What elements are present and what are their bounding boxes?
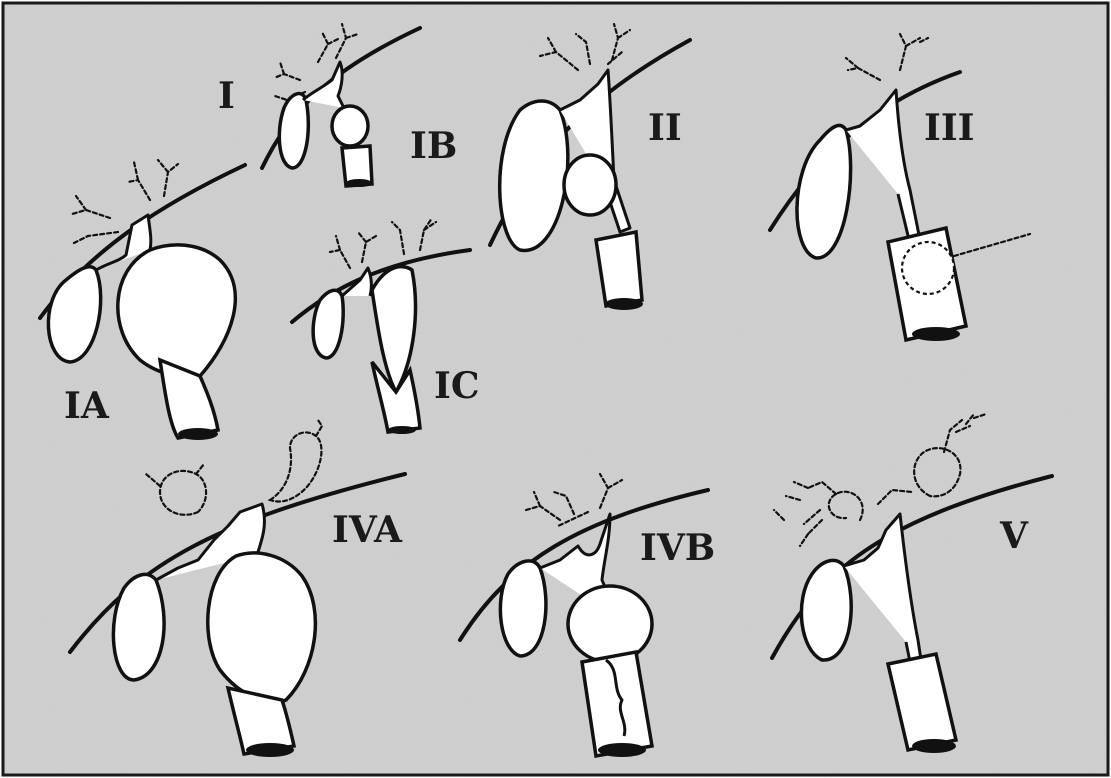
common-bile-duct-cyst — [568, 586, 652, 662]
label-type-iii: III — [924, 107, 975, 149]
gallbladder — [113, 574, 164, 680]
label-type-ib: IB — [410, 125, 457, 167]
common-bile-duct-diverticulum — [564, 155, 616, 215]
gallbladder — [279, 94, 308, 168]
common-bile-duct-cyst — [332, 106, 368, 146]
label-type-v: V — [999, 515, 1029, 557]
label-type-ic: IC — [434, 365, 480, 407]
label-type-i: I — [218, 75, 235, 117]
label-type-ia: IA — [64, 385, 110, 427]
duodenum — [596, 232, 642, 306]
label-type-ivb: IVB — [640, 527, 715, 569]
choledochocele — [902, 242, 954, 294]
gallbladder — [500, 561, 546, 656]
label-type-ii: II — [648, 107, 682, 149]
label-type-iva: IVA — [332, 509, 403, 551]
